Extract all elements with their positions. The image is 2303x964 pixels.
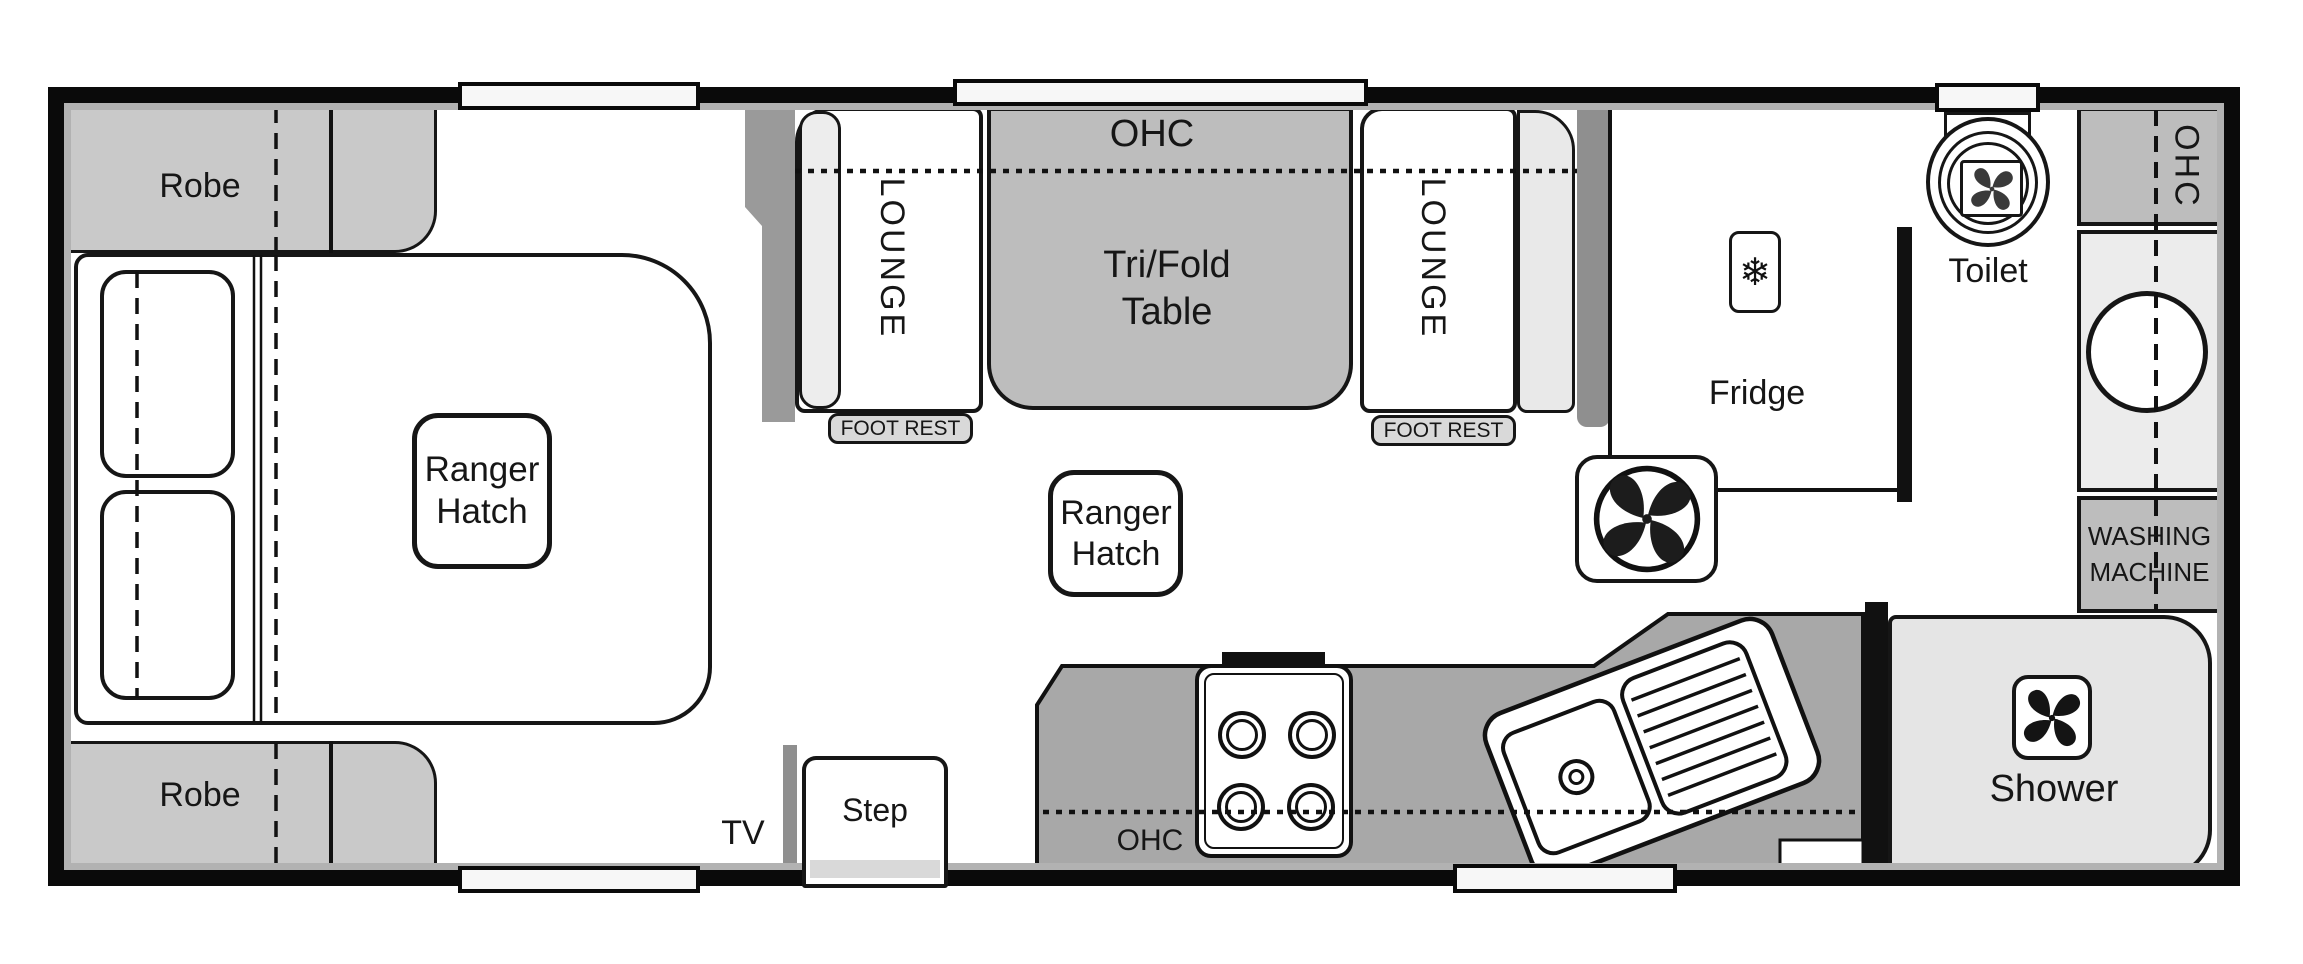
stove-burner xyxy=(1287,783,1335,831)
robe-bottom-divider xyxy=(329,741,333,871)
lounge-slide-wall xyxy=(745,104,795,422)
window-top-lounge xyxy=(953,79,1368,106)
fridge-toilet-wall xyxy=(1897,227,1912,502)
step-label: Step xyxy=(842,791,908,828)
stove-burner xyxy=(1217,783,1265,831)
ranger-hatch-floor xyxy=(1048,470,1183,597)
entry-step: Step xyxy=(802,756,948,888)
fridge-label: Fridge xyxy=(1708,373,1806,412)
pillow xyxy=(100,490,235,700)
ranger-hatch-bed xyxy=(412,413,552,569)
toilet-fan-icon xyxy=(1960,160,2023,217)
tv-label: TV xyxy=(721,813,765,852)
fridge-room-bottom-wall xyxy=(1608,488,1901,492)
lounge-left-label: LOUNGE xyxy=(873,177,912,339)
bench-end-gap xyxy=(1778,838,1865,878)
ohc-table-block xyxy=(987,107,1353,410)
wash-basin xyxy=(2086,291,2208,413)
ohc-bathroom-cabinet xyxy=(2077,107,2222,226)
robe-top-cabinet xyxy=(64,103,437,253)
robe-bottom-label: Robe xyxy=(159,775,241,814)
lounge-left-armrest xyxy=(799,111,841,409)
ohc-lounge-label: OHC xyxy=(1109,113,1195,156)
window-bottom-kitchen xyxy=(1453,864,1677,893)
window-top-bedroom xyxy=(458,82,700,110)
ranger-hatch-floor-label: Ranger Hatch xyxy=(1060,494,1172,573)
lounge-right-seat xyxy=(1360,107,1517,413)
step-tread xyxy=(810,860,940,878)
shower-label: Shower xyxy=(1989,768,2119,811)
lounge-fridge-divider-bar xyxy=(1577,107,1610,427)
window-bottom-bedroom xyxy=(458,866,700,893)
snowflake-icon: ❄ xyxy=(1729,231,1781,313)
snowflake-glyph: ❄ xyxy=(1739,251,1771,294)
door-frame-bar xyxy=(783,745,797,872)
footrest-right: FOOT REST xyxy=(1371,415,1516,446)
sink-drain xyxy=(1558,759,1595,796)
stove xyxy=(1195,664,1353,858)
stove-burner xyxy=(1288,711,1336,759)
robe-top-label: Robe xyxy=(159,166,241,205)
toilet-label: Toilet xyxy=(1948,251,2028,290)
stove-handle xyxy=(1222,652,1325,666)
shower-fan-icon xyxy=(2012,675,2092,760)
robe-bottom-cabinet xyxy=(64,741,437,871)
robe-top-divider xyxy=(329,103,333,253)
toilet-cistern xyxy=(1935,83,2040,112)
pillow xyxy=(100,270,235,478)
lounge-right-armrest xyxy=(1517,110,1575,413)
ohc-bathroom-label: OHC xyxy=(2167,123,2206,209)
footrest-left: FOOT REST xyxy=(828,413,973,444)
stove-burner xyxy=(1218,711,1266,759)
lounge-right-label: LOUNGE xyxy=(1414,177,1453,339)
ceiling-fan-icon xyxy=(1575,455,1718,583)
washing-machine xyxy=(2077,496,2222,613)
ranger-hatch-bed-label: Ranger Hatch xyxy=(424,450,540,531)
trifold-table-label: Tri/Fold Table xyxy=(1103,243,1231,334)
washing-machine-label: WASHING MACHINE xyxy=(2087,521,2212,587)
kitchen-shower-wall xyxy=(1865,602,1888,886)
fridge-room-left-wall xyxy=(1608,107,1612,492)
ohc-kitchen-label: OHC xyxy=(1116,824,1184,857)
